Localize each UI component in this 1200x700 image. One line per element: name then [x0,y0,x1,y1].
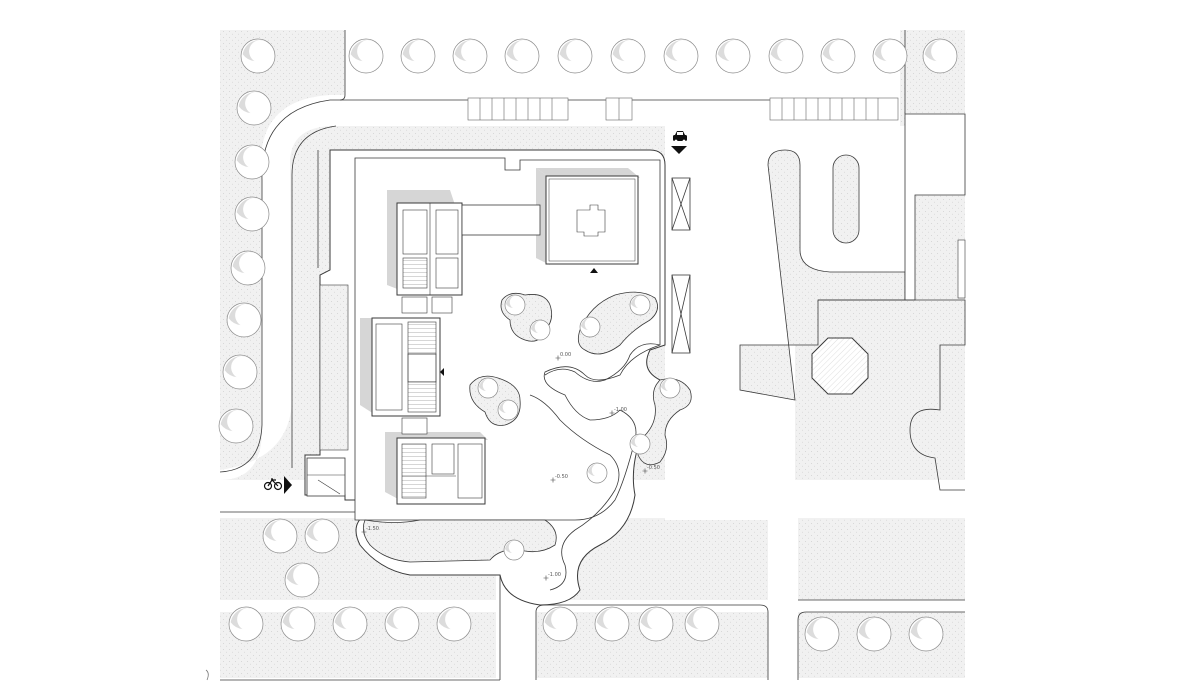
level-marker: 0.00 [555,352,571,361]
tree-icon [629,294,651,316]
tree-icon [922,38,958,74]
tree-icon [804,616,840,652]
level-label: -0.50 [647,465,660,471]
level-marker: -0.50 [642,465,660,474]
tree-icon [236,90,272,126]
tree-icon [542,606,578,642]
entrance-arrow-icon [440,368,444,376]
road-south-strip [220,600,965,612]
tree-icon [436,606,472,642]
tree-icon [304,518,340,554]
level-marker: -1.00 [543,572,561,581]
tree-icon [222,354,258,390]
level-markers: 0.00 -1.00 -1.50 -0.50 -0.50 -1.00 [361,352,660,581]
building-north-east [545,175,639,273]
tree-icon [529,319,551,341]
tree-icon [586,462,608,484]
link-3 [401,417,428,435]
east-path [818,299,966,491]
tree-icon [234,196,270,232]
bike-shelter [306,457,346,497]
east-building-annex [957,239,966,299]
tree-icon [610,38,646,74]
level-label: -1.00 [614,407,627,413]
car-icon [673,131,687,143]
octagon-pavilion [811,337,869,395]
level-label: -1.50 [366,526,379,532]
tree-icon [332,606,368,642]
tree-icon [226,302,262,338]
tree-icon [715,38,751,74]
level-marker: -1.00 [609,407,627,416]
building-west-middle [371,317,444,417]
level-label: 0.00 [560,352,571,358]
road-south-east-branch [768,518,798,680]
car-entrance-arrow-icon [671,146,687,154]
landscape-path [529,343,661,591]
tree-icon [477,377,499,399]
tree-icon [348,38,384,74]
entrance-arrow-icon [590,268,598,273]
level-marker: -0.50 [550,474,568,483]
tree-icon [872,38,908,74]
tree-icon [503,539,525,561]
bicycle-entrance-arrow-icon [284,476,292,494]
tree-icon [234,144,270,180]
tree-icon [663,38,699,74]
tree-icon [452,38,488,74]
tree-icon [684,606,720,642]
car-access-gate [671,177,691,354]
tree-icon [284,562,320,598]
tree-icon [262,518,298,554]
building-south-west [396,437,486,505]
north-arrow-icon [205,669,209,681]
tree-icon [659,377,681,399]
tree-icon [218,408,254,444]
tree-icon [629,433,651,455]
tree-icon [384,606,420,642]
tree-icon [638,606,674,642]
link-2 [431,296,453,314]
level-label: -0.50 [555,474,568,480]
trees [218,38,958,652]
tree-icon [228,606,264,642]
parking-bays-north [467,97,899,121]
tree-icon [856,616,892,652]
tree-icon [280,606,316,642]
tree-icon [820,38,856,74]
tree-icon [497,399,519,421]
tree-icon [240,38,276,74]
tree-icon [400,38,436,74]
tree-icon [768,38,804,74]
tree-icon [594,606,630,642]
link-1 [401,296,428,314]
tree-icon [557,38,593,74]
level-label: -1.00 [548,572,561,578]
bridge-north [461,204,541,236]
tree-icon [504,38,540,74]
east-median [832,154,860,244]
west-planter [319,284,349,451]
tree-icon [908,616,944,652]
level-marker: -1.50 [361,526,379,535]
bicycle-icon [263,478,283,491]
building-north-west [396,202,463,296]
tree-icon [504,294,526,316]
tree-icon [579,316,601,338]
tree-icon [230,250,266,286]
